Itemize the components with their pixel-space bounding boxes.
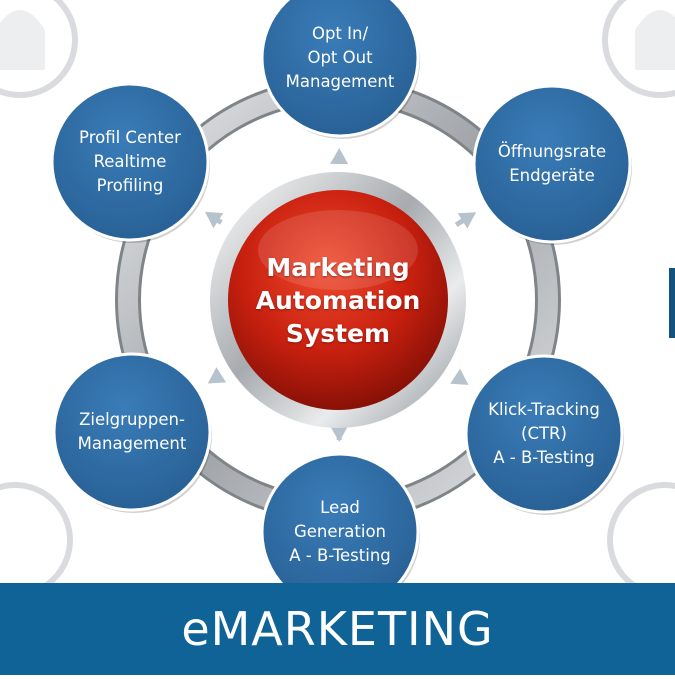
node-label-line: Profiling bbox=[97, 174, 164, 198]
node-label-line: Profil Center bbox=[79, 126, 181, 150]
person-silhouette-icon bbox=[605, 0, 675, 95]
center-label-line: Marketing bbox=[266, 251, 409, 284]
node-label-line: (CTR) bbox=[521, 422, 567, 446]
banner-title: eMARKETING bbox=[181, 602, 493, 656]
node-label-line: Öffnungsrate bbox=[498, 140, 606, 164]
person-silhouette-icon bbox=[0, 485, 70, 595]
node-label-line: Klick-Tracking bbox=[488, 398, 600, 422]
node-label-line: Realtime bbox=[94, 150, 167, 174]
center-label-line: System bbox=[286, 317, 390, 350]
node-label-line: Management bbox=[78, 432, 187, 456]
bottom-banner: eMARKETING bbox=[0, 583, 675, 675]
node-label-line: Generation bbox=[294, 520, 386, 544]
node-label-line: Endgeräte bbox=[509, 164, 595, 188]
arrow-outward-icon bbox=[208, 367, 226, 383]
person-silhouette-icon bbox=[610, 485, 675, 595]
center-label-line: Automation bbox=[256, 284, 421, 317]
node-label-line: Opt In/ bbox=[312, 22, 368, 46]
arrow-outward-icon bbox=[205, 212, 223, 228]
arrow-outward-icon bbox=[456, 212, 476, 228]
node-label-klick-tracking: Klick-Tracking(CTR)A - B-Testing bbox=[474, 374, 614, 494]
right-edge-accent bbox=[669, 268, 675, 338]
person-silhouette-icon bbox=[0, 0, 75, 95]
center-label: Marketing Automation System bbox=[228, 190, 448, 410]
arrow-outward-icon bbox=[450, 369, 468, 385]
node-label-line: A - B-Testing bbox=[493, 446, 595, 470]
node-label-line: Opt Out bbox=[307, 46, 372, 70]
node-label-line: Lead bbox=[320, 496, 360, 520]
node-label-line: Zielgruppen- bbox=[79, 408, 185, 432]
node-label-line: Management bbox=[286, 70, 395, 94]
node-label-line: A - B-Testing bbox=[289, 544, 391, 568]
arrow-outward-icon bbox=[330, 426, 348, 442]
arrow-outward-icon bbox=[330, 148, 348, 164]
node-label-zielgruppen: Zielgruppen-Management bbox=[62, 372, 202, 492]
